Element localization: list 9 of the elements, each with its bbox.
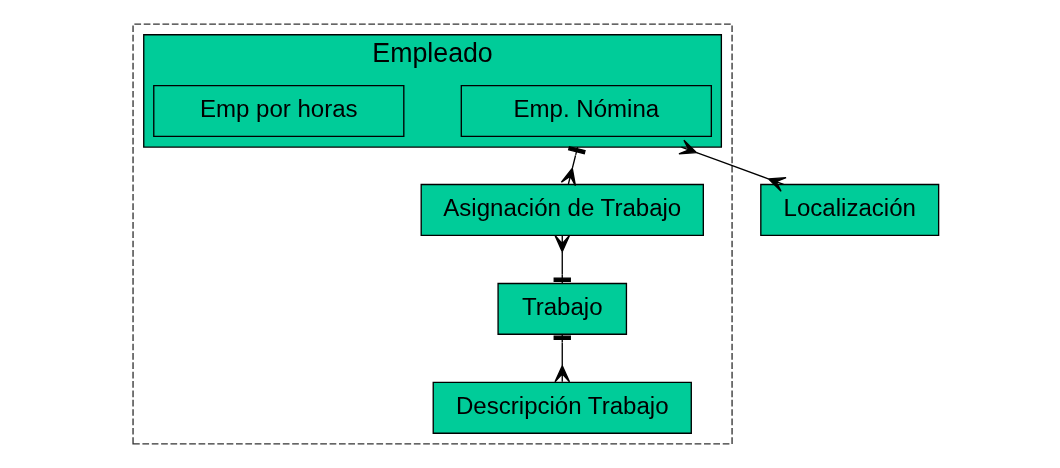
node-box: Asignación de Trabajo (420, 183, 704, 236)
connector (560, 145, 586, 187)
node-box: Emp. Nómina (460, 84, 712, 138)
node-box: Trabajo (496, 282, 627, 335)
node-box: Localización (759, 183, 939, 236)
connector (677, 139, 787, 192)
cluster (131, 23, 733, 445)
node-box: Emp por horas (152, 84, 404, 138)
node-box: Descripción Trabajo (432, 381, 692, 434)
